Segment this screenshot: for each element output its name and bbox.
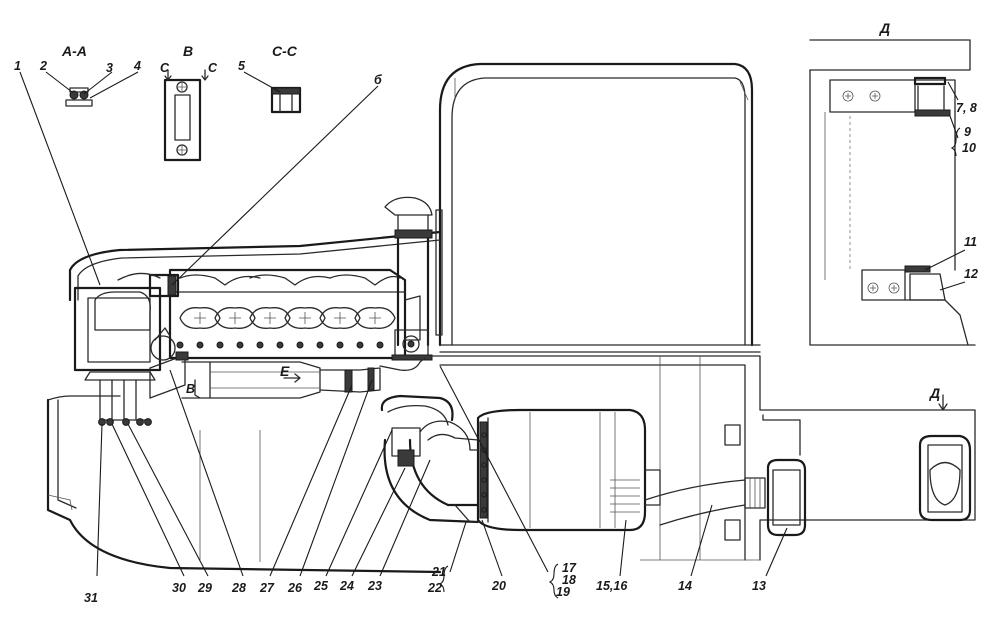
section-cc-title: С-С — [272, 43, 298, 59]
callout-28: 28 — [231, 581, 246, 595]
cab-outline — [438, 62, 761, 353]
section-cc: С-С — [270, 43, 302, 114]
callout-30: 30 — [172, 581, 186, 595]
section-b: B С С — [160, 43, 218, 162]
view-d-arrow: Д — [918, 385, 972, 522]
callout-27: 27 — [259, 581, 275, 595]
section-aa-title: А-А — [61, 43, 87, 59]
view-d-arrow-label: Д — [929, 385, 940, 401]
flow-label-e: Е — [280, 363, 290, 379]
callout-6: б — [374, 73, 383, 87]
leader-lines — [19, 71, 966, 577]
callout-5: 5 — [238, 59, 246, 73]
callout-22: 22 — [427, 581, 442, 595]
air-intake-pipe — [384, 196, 443, 361]
callout-23: 23 — [367, 579, 382, 593]
callout-12: 12 — [964, 267, 978, 281]
callout-15-16: 15,16 — [596, 579, 628, 593]
mark-b-engine: В — [186, 382, 195, 396]
callout-19: 19 — [556, 585, 570, 599]
detail-view-d: Д — [809, 20, 976, 346]
callout-20: 20 — [491, 579, 506, 593]
callout-31: 31 — [84, 591, 98, 605]
section-aa: А-А — [61, 43, 93, 107]
callout-14: 14 — [678, 579, 692, 593]
callout-braces — [438, 127, 961, 599]
callout-24: 24 — [339, 579, 354, 593]
callout-10: 10 — [962, 141, 976, 155]
callout-13: 13 — [752, 579, 766, 593]
intake-hoses — [380, 394, 766, 526]
radiator-assembly — [73, 272, 180, 426]
callout-26: 26 — [287, 581, 303, 595]
section-b-title: B — [183, 43, 193, 59]
engine-block — [168, 268, 421, 360]
section-b-cut-left: С — [160, 61, 170, 75]
view-d-title: Д — [879, 20, 890, 36]
callout-21: 21 — [431, 565, 446, 579]
callout-29: 29 — [197, 581, 212, 595]
callout-2: 2 — [39, 59, 47, 73]
callout-17: 17 — [562, 561, 577, 575]
callout-7-8: 7, 8 — [956, 101, 977, 115]
intake-cap-13 — [762, 414, 807, 537]
callout-1: 1 — [14, 59, 21, 73]
callout-11: 11 — [964, 235, 977, 249]
air-cleaner — [476, 408, 661, 532]
callout-3: 3 — [106, 61, 113, 75]
compressor — [149, 327, 189, 399]
section-b-cut-right: С — [208, 61, 218, 75]
hood-outline — [46, 230, 442, 574]
callout-18: 18 — [562, 573, 576, 587]
callout-25: 25 — [313, 579, 329, 593]
callout-9: 9 — [964, 125, 971, 139]
exhaust-line: Е В — [181, 357, 426, 399]
callout-4: 4 — [133, 59, 141, 73]
callout-numbers: 1 2 3 4 5 б 7, 8 9 10 11 12 13 14 15,16 … — [14, 59, 978, 605]
